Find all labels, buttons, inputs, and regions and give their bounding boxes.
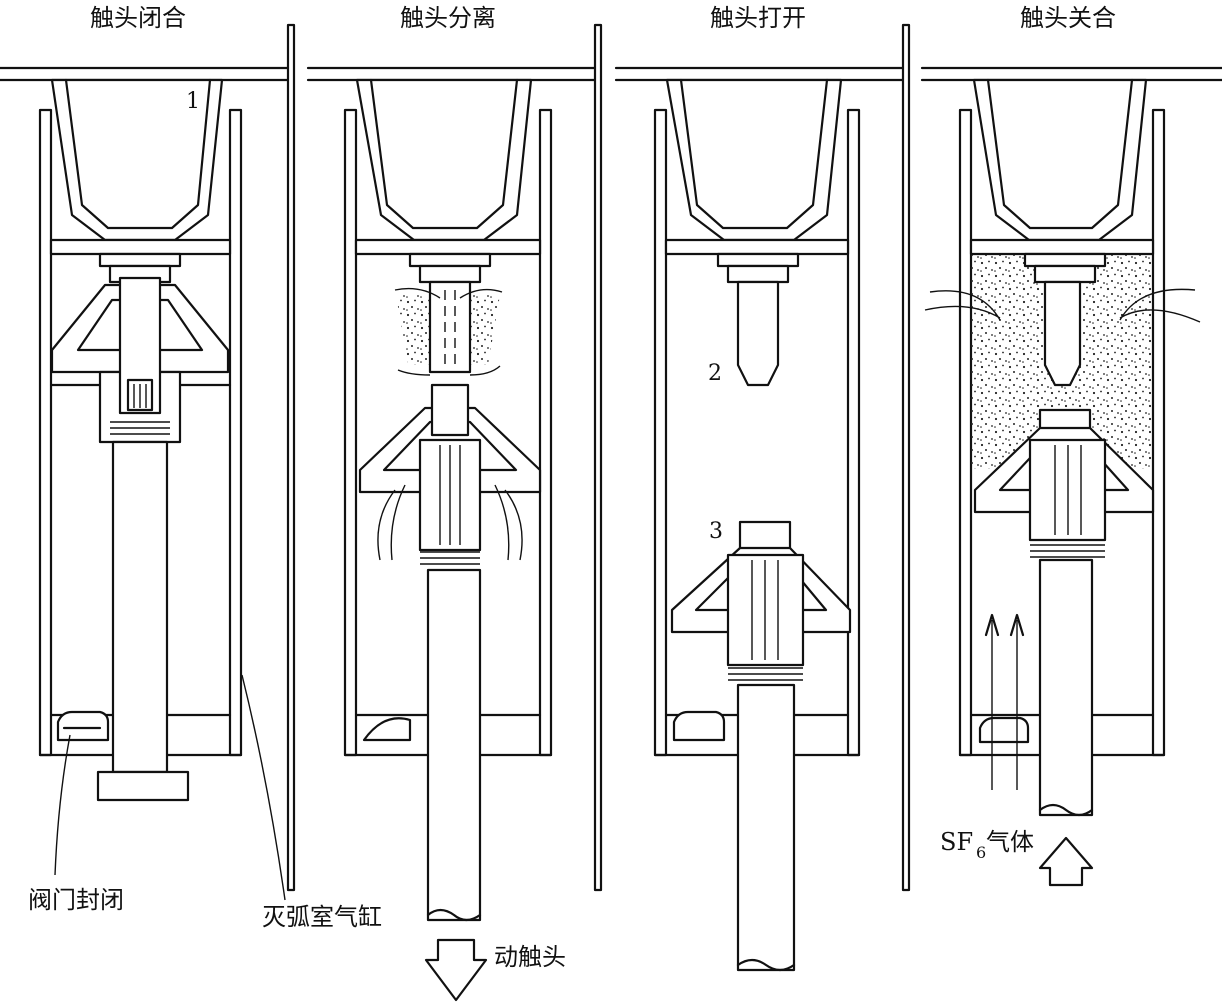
callout-2: 2: [708, 361, 722, 386]
top-rail: [0, 66, 1222, 82]
callout-1: 1: [186, 89, 200, 114]
callout-3: 3: [709, 519, 723, 544]
label-arc-cylinder: 灭弧室气缸: [262, 903, 382, 931]
panel-contact-closing: SF 6 气体: [924, 78, 1201, 887]
panel-title-open: 触头打开: [710, 4, 806, 32]
panel-title-separating: 触头分离: [400, 4, 496, 32]
down-arrow-icon: [424, 938, 488, 1002]
panel-title-closing: 触头关合: [1020, 4, 1116, 32]
label-valve-closed: 阀门封闭: [28, 886, 124, 914]
label-sf6-gas: 气体: [986, 828, 1034, 856]
up-arrow-icon: [1038, 836, 1094, 887]
panel-contact-separating: 动触头: [343, 78, 566, 1002]
panel-contact-closed: 1: [38, 78, 286, 901]
label-sf6-subscript: 6: [976, 843, 986, 862]
panel-dividers: [286, 23, 911, 892]
label-moving-contact: 动触头: [494, 943, 566, 971]
label-sf6-prefix: SF: [940, 828, 973, 856]
panel-title-closed: 触头闭合: [90, 4, 186, 32]
panel-contact-open: 2 3: [653, 78, 861, 972]
